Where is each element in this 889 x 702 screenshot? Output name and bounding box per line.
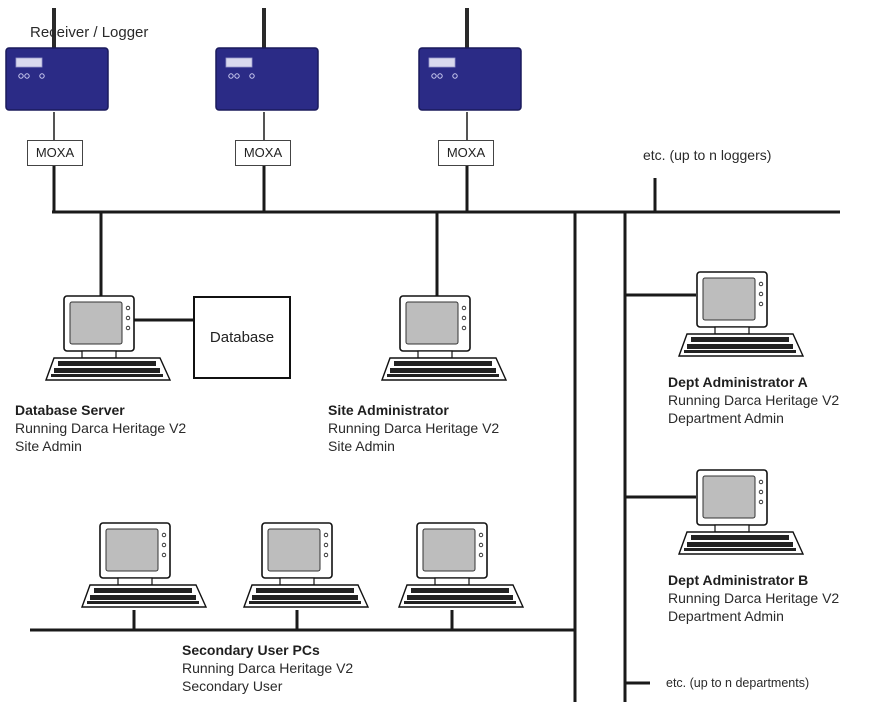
dept-admin-a-computer-icon	[678, 271, 804, 357]
dept-admin-a-role: Department Admin	[668, 410, 784, 426]
moxa-box-1: MOXA	[27, 140, 83, 166]
network-lines	[30, 166, 840, 702]
secondary-pc-1-computer-icon	[81, 522, 207, 608]
site-admin-software: Running Darca Heritage V2	[328, 420, 500, 436]
dept-admin-b-title: Dept Administrator B	[668, 572, 809, 588]
secondary-pc-3-computer-icon	[398, 522, 524, 608]
more-loggers-note: etc. (up to n loggers)	[643, 147, 772, 163]
moxa-connectors	[53, 112, 468, 140]
site-admin-computer-icon	[381, 295, 507, 381]
site-admin-title: Site Administrator	[328, 402, 449, 418]
dept-admin-a-title: Dept Administrator A	[668, 374, 808, 390]
dept-admin-a-software: Running Darca Heritage V2	[668, 392, 840, 408]
dept-admin-b-software: Running Darca Heritage V2	[668, 590, 840, 606]
logger-2-device-icon	[215, 7, 319, 111]
database-box: Database	[193, 296, 291, 379]
site-admin-role: Site Admin	[328, 438, 395, 454]
database-server-software: Running Darca Heritage V2	[15, 420, 187, 436]
database-server-computer-icon	[45, 295, 171, 381]
more-departments-note: etc. (up to n departments)	[666, 676, 810, 690]
logger-3-device-icon	[418, 7, 522, 111]
secondary-users-role: Secondary User	[182, 678, 283, 694]
moxa-box-3: MOXA	[438, 140, 494, 166]
database-server-role: Site Admin	[15, 438, 82, 454]
dept-admin-b-role: Department Admin	[668, 608, 784, 624]
dept-admin-b-computer-icon	[678, 469, 804, 555]
receiver-logger-label: Receiver / Logger	[30, 24, 149, 41]
secondary-users-title: Secondary User PCs	[182, 642, 320, 658]
secondary-pc-2-computer-icon	[243, 522, 369, 608]
moxa-box-2: MOXA	[235, 140, 291, 166]
secondary-users-software: Running Darca Heritage V2	[182, 660, 354, 676]
database-server-title: Database Server	[15, 402, 125, 418]
